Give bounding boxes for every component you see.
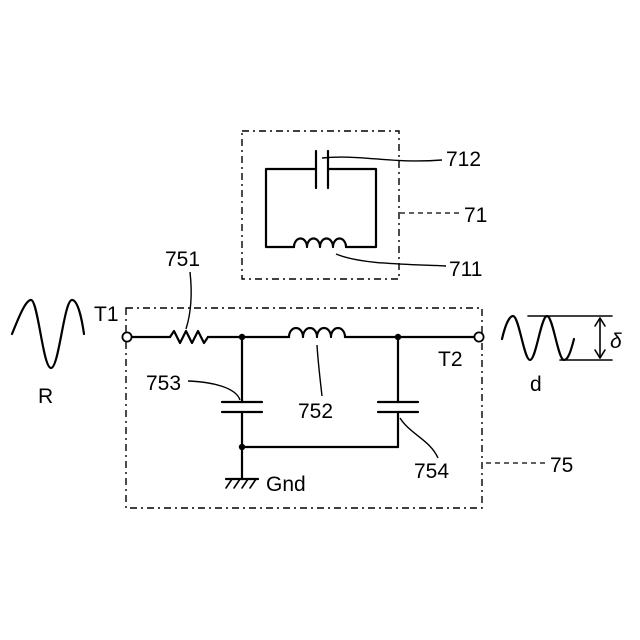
leader-754 [400, 418, 438, 458]
label-75: 75 [550, 454, 573, 477]
inductor-752 [289, 328, 345, 337]
leader-712 [322, 157, 442, 161]
output-waveform [502, 316, 574, 360]
junction-dot [395, 334, 401, 340]
label-712: 712 [446, 148, 481, 171]
leader-711 [336, 254, 446, 266]
label-751: 751 [165, 248, 200, 271]
leader-751 [186, 272, 191, 329]
resonator-wire-left [266, 169, 316, 247]
resistor-751 [170, 331, 208, 343]
label-t2: T2 [438, 348, 463, 371]
label-gnd: Gnd [266, 473, 306, 496]
terminal-t2 [474, 332, 483, 341]
label-r: R [38, 385, 53, 408]
terminal-t1 [122, 332, 131, 341]
input-waveform [12, 300, 84, 368]
junction-dot [239, 334, 245, 340]
label-delta: δ [610, 330, 622, 353]
inductor-711 [294, 239, 346, 247]
label-753: 753 [146, 372, 181, 395]
resonator-wire-right [328, 169, 376, 247]
label-t1: T1 [94, 303, 119, 326]
leader-752 [317, 345, 322, 396]
label-711: 711 [449, 258, 482, 281]
ground-symbol [226, 479, 258, 488]
label-71: 71 [464, 204, 487, 227]
junction-dot [239, 444, 245, 450]
label-754: 754 [414, 460, 449, 483]
resonator-circuit [266, 151, 376, 247]
label-d: d [530, 373, 542, 396]
leader-753 [188, 381, 240, 400]
label-752: 752 [298, 400, 333, 423]
